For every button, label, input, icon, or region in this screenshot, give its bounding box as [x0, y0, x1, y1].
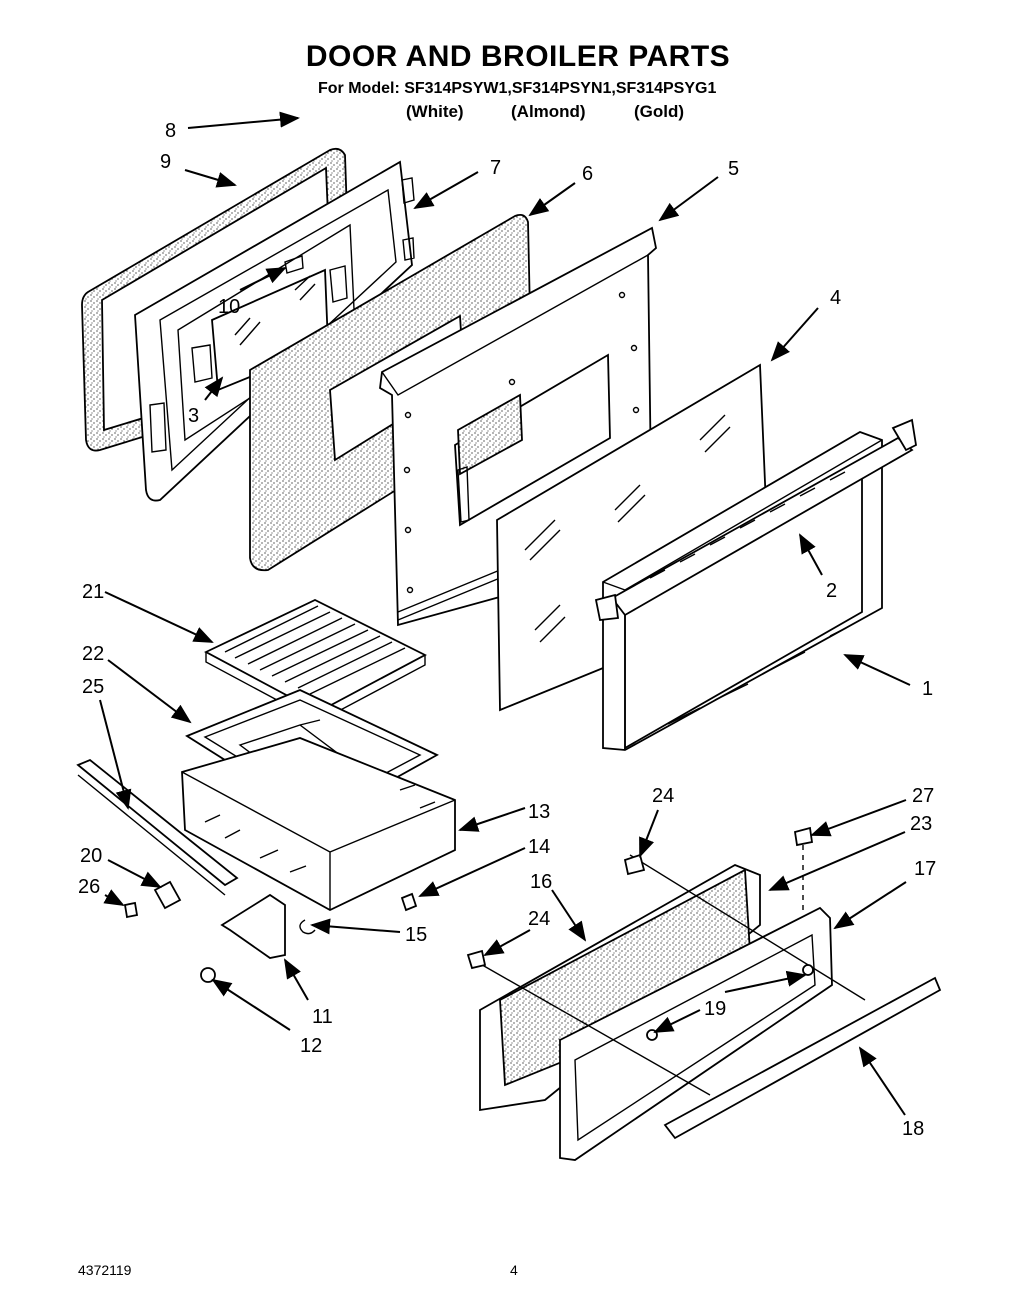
callout-11: 11: [312, 1006, 333, 1028]
callout-27: 27: [912, 785, 934, 807]
callout-17: 17: [914, 858, 936, 880]
part-20-26-clip-screw: [123, 880, 182, 919]
callout-21: 21: [82, 581, 104, 603]
drawer-assembly: [466, 826, 942, 1161]
callout-19: 19: [704, 998, 726, 1020]
callout-23: 23: [910, 813, 932, 835]
model-line: For Model: SF314PSYW1,SF314PSYN1,SF314PS…: [318, 80, 717, 97]
color-white: (White): [406, 102, 464, 121]
callout-12: 12: [300, 1035, 322, 1057]
callout-3: 3: [188, 405, 199, 427]
callout-22: 22: [82, 643, 104, 665]
callout-4: 4: [830, 287, 841, 309]
doc-number: 4372119: [78, 1262, 132, 1278]
callout-7: 7: [490, 157, 501, 179]
part-11-12-14-15: [200, 892, 418, 983]
part-13-broiler-pan: [181, 737, 456, 912]
callout-6: 6: [582, 163, 593, 185]
callout-14: 14: [528, 836, 550, 858]
callout-9: 9: [160, 151, 171, 173]
callout-5: 5: [728, 158, 739, 180]
callout-15: 15: [405, 924, 427, 946]
callout-20: 20: [80, 845, 102, 867]
color-almond: (Almond): [511, 102, 586, 121]
callout-2: 2: [826, 580, 837, 602]
page-title: DOOR AND BROILER PARTS: [305, 40, 731, 73]
callout-numbers: 1 2 3 4 5 6 7 8 9 10 11 12 13 14 15 16 1…: [78, 120, 936, 1140]
leader-lines: [99, 111, 911, 1116]
part-7-inner-door: [134, 160, 415, 502]
callout-13: 13: [528, 801, 550, 823]
callout-10: 10: [218, 296, 240, 318]
callout-25: 25: [82, 676, 104, 698]
callout-1: 1: [922, 678, 933, 700]
page-number: 4: [510, 1262, 518, 1278]
color-gold: (Gold): [634, 102, 685, 121]
callout-24a: 24: [652, 785, 674, 807]
callout-26: 26: [78, 876, 100, 898]
callout-24b: 24: [528, 908, 550, 930]
callout-16: 16: [530, 871, 552, 893]
callout-18: 18: [902, 1118, 924, 1140]
callout-8: 8: [165, 120, 176, 142]
